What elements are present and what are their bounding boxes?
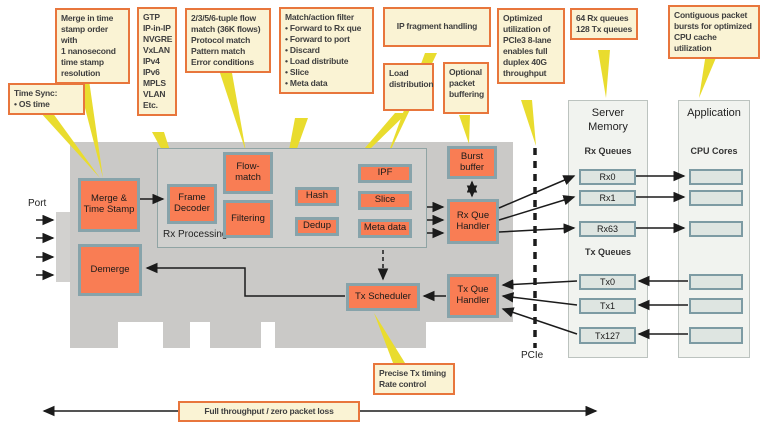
port-connector-tab bbox=[56, 212, 72, 282]
application-title: Application bbox=[687, 107, 741, 119]
tx-queue-tx127: Tx127 bbox=[579, 327, 636, 344]
cpu-core-box bbox=[689, 327, 743, 344]
callout-protocols: GTP IP-in-IP NVGRE VxLAN IPv4 IPv6 MPLS … bbox=[137, 7, 177, 117]
cpu-core-box bbox=[689, 169, 743, 185]
edge-notch bbox=[190, 322, 210, 348]
port-label: Port bbox=[28, 198, 47, 209]
callout-time-sync: Time Sync: • OS time bbox=[8, 83, 85, 116]
rx-queue-rx0: Rx0 bbox=[579, 169, 636, 185]
tx-scheduler-block: Tx Scheduler bbox=[346, 283, 420, 311]
meta-data-block: Meta data bbox=[358, 219, 412, 238]
merge-time-stamp-block: Merge & Time Stamp bbox=[78, 178, 140, 232]
callout-queue-counts: 64 Rx queues 128 Tx queues bbox=[570, 8, 638, 41]
callout-precise-timing: Precise Tx timing Rate control bbox=[373, 363, 455, 396]
application-panel: Application CPU Cores bbox=[678, 100, 750, 358]
callout-match-action: Match/action filter • Forward to Rx que … bbox=[279, 7, 374, 95]
rx-queue-rx63: Rx63 bbox=[579, 221, 636, 237]
callout-optimized-pcie: Optimized utilization of PCIe3 8-lane en… bbox=[497, 8, 565, 85]
rx-queue-rx1: Rx1 bbox=[579, 190, 636, 206]
callout-merge-order: Merge in time stamp order with 1 nanosec… bbox=[55, 8, 130, 85]
burst-buffer-block: Burst buffer bbox=[447, 146, 497, 179]
filtering-block: Filtering bbox=[223, 200, 273, 238]
callout-full-throughput: Full throughput / zero packet loss bbox=[178, 401, 360, 422]
tx-queues-label: Tx Queues bbox=[584, 247, 631, 257]
ipf-block: IPF bbox=[358, 164, 412, 183]
frame-decoder-block: Frame Decoder bbox=[167, 184, 217, 224]
tx-queue-tx0: Tx0 bbox=[579, 274, 636, 290]
server-memory-title: Server Memory bbox=[588, 107, 628, 133]
rx-que-handler-block: Rx Que Handler bbox=[447, 199, 499, 244]
callout-tuple-match: 2/3/5/6-tuple flow match (36K flows) Pro… bbox=[185, 8, 271, 74]
demerge-block: Demerge bbox=[78, 244, 142, 296]
cpu-core-box bbox=[689, 221, 743, 237]
slice-block: Slice bbox=[358, 191, 412, 210]
callout-contiguous-bursts: Contiguous packet bursts for optimized C… bbox=[668, 5, 760, 60]
cpu-cores-label: CPU Cores bbox=[690, 146, 738, 156]
cpu-core-box bbox=[689, 190, 743, 206]
flow-match-block: Flow- match bbox=[223, 152, 273, 194]
hash-block: Hash bbox=[295, 187, 339, 206]
dedup-block: Dedup bbox=[295, 217, 339, 236]
tx-que-handler-block: Tx Que Handler bbox=[447, 274, 499, 318]
callout-ip-fragment: IP fragment handling bbox=[383, 7, 491, 47]
cpu-core-box bbox=[689, 274, 743, 290]
rx-processing-label: Rx Processing bbox=[163, 229, 228, 240]
callout-optional-buffering: Optional packet buffering bbox=[443, 62, 489, 114]
tx-queue-tx1: Tx1 bbox=[579, 298, 636, 314]
callout-load-distribution: Load distribution bbox=[383, 63, 434, 111]
server-memory-panel: Server Memory Rx Queues Rx0 Rx1 Rx63 Tx … bbox=[568, 100, 648, 358]
edge-notch bbox=[118, 322, 163, 348]
edge-notch bbox=[261, 322, 275, 348]
rx-queues-label: Rx Queues bbox=[584, 146, 632, 156]
pcie-label: PCIe bbox=[521, 350, 544, 361]
cpu-core-box bbox=[689, 298, 743, 314]
